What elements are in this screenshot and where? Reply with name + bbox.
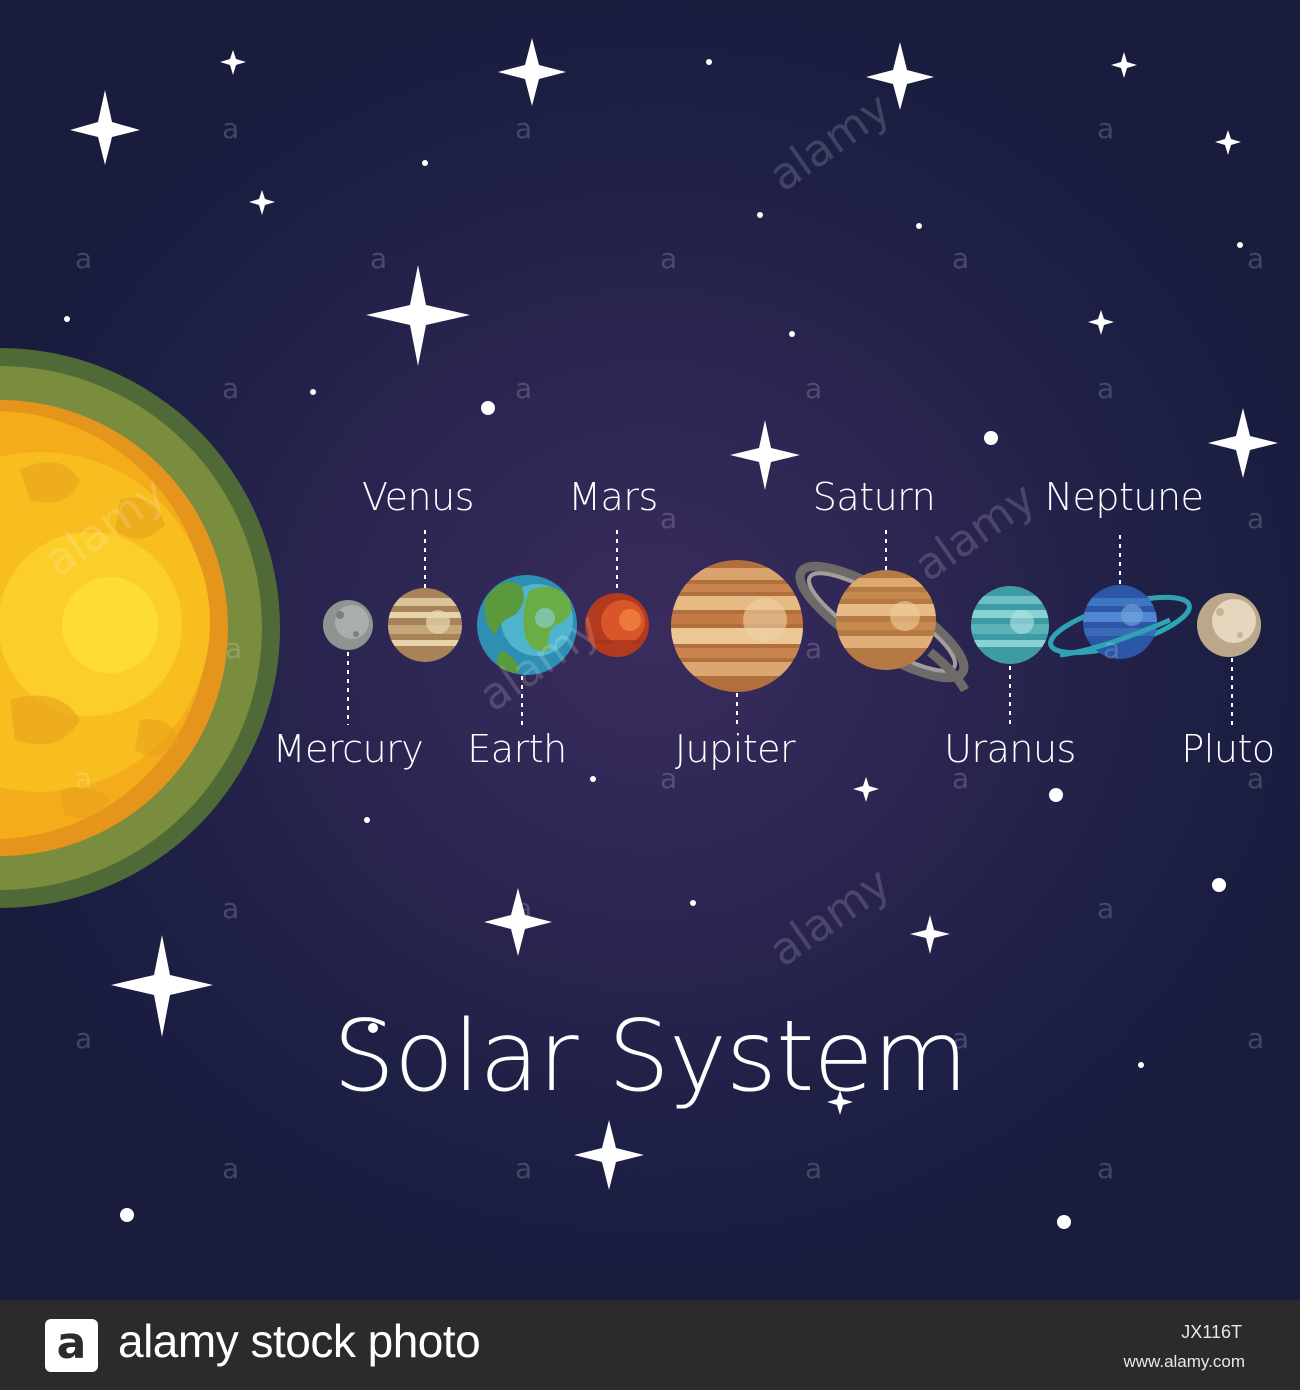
star-sparkle bbox=[730, 420, 800, 490]
watermark-letter: a bbox=[370, 242, 388, 275]
watermark-letter: a bbox=[515, 892, 533, 925]
watermark-letter: a bbox=[1247, 1022, 1265, 1055]
watermark-letter: a bbox=[1097, 892, 1115, 925]
watermark-letter: a bbox=[660, 762, 678, 795]
jupiter-planet bbox=[671, 560, 803, 692]
watermark-letter: a bbox=[1097, 372, 1115, 405]
earth-planet bbox=[477, 575, 577, 675]
stock-photo-footer: a alamy stock photo JX116T www.alamy.com bbox=[0, 1300, 1300, 1390]
label-earth: Earth bbox=[467, 727, 567, 771]
page-title: Solar System bbox=[332, 1000, 968, 1114]
star-sparkle bbox=[1208, 408, 1278, 478]
star-sparkle bbox=[220, 50, 246, 75]
footer-url: www.alamy.com bbox=[1123, 1352, 1245, 1371]
label-mercury: Mercury bbox=[272, 727, 424, 771]
saturn-planet bbox=[795, 561, 969, 693]
star-sparkle bbox=[1215, 130, 1241, 155]
watermark-letter: a bbox=[222, 1152, 240, 1185]
star-sparkle bbox=[70, 90, 140, 165]
watermark-letter: a bbox=[1103, 632, 1121, 665]
mars-planet bbox=[585, 593, 649, 657]
solar-system-scene bbox=[0, 38, 1278, 1229]
star-sparkle bbox=[1111, 52, 1137, 78]
label-jupiter: Jupiter bbox=[674, 727, 796, 771]
venus-planet bbox=[388, 588, 462, 662]
label-pluto: Pluto bbox=[1181, 727, 1275, 771]
image-id: JX116T bbox=[1181, 1322, 1242, 1342]
label-saturn: Saturn bbox=[812, 475, 936, 519]
sun bbox=[0, 348, 280, 908]
star-sparkle bbox=[111, 935, 213, 1037]
uranus-planet bbox=[971, 586, 1049, 664]
star-sparkle bbox=[574, 1120, 644, 1190]
stars bbox=[64, 38, 1278, 1229]
watermark-letter: a bbox=[75, 1022, 93, 1055]
star-sparkle bbox=[910, 915, 950, 954]
footer-brand-text: alamy stock photo bbox=[118, 1315, 481, 1367]
watermark-letter: a bbox=[75, 762, 93, 795]
watermark-letter: a bbox=[1247, 242, 1265, 275]
label-connectors bbox=[347, 530, 1233, 728]
label-venus: Venus bbox=[362, 475, 474, 519]
watermark-letter: a bbox=[805, 632, 823, 665]
watermark-letter: a bbox=[515, 372, 533, 405]
star-sparkle bbox=[1088, 310, 1114, 335]
watermark-letter: a bbox=[515, 112, 533, 145]
watermark-letter: a bbox=[75, 242, 93, 275]
watermark-letter: a bbox=[222, 892, 240, 925]
star-sparkle bbox=[827, 1090, 853, 1115]
neptune-planet bbox=[1048, 585, 1192, 659]
star-sparkle bbox=[853, 777, 879, 802]
watermark-letter: a bbox=[1247, 502, 1265, 535]
watermark-letter: a bbox=[952, 1022, 970, 1055]
watermark-letter: a bbox=[222, 112, 240, 145]
watermark-letter: a bbox=[225, 632, 243, 665]
star-sparkle bbox=[249, 190, 275, 215]
watermark-letter: a bbox=[1097, 1152, 1115, 1185]
star-sparkle bbox=[366, 265, 470, 366]
label-uranus: Uranus bbox=[944, 727, 1076, 771]
watermark-letter: a bbox=[222, 372, 240, 405]
watermark-letter: a bbox=[660, 242, 678, 275]
star-sparkle bbox=[484, 888, 552, 956]
alamy-logo: a bbox=[45, 1319, 98, 1372]
watermark-letter: a bbox=[952, 762, 970, 795]
pluto-planet bbox=[1197, 593, 1261, 657]
mercury-planet bbox=[323, 600, 373, 650]
watermark-letter: a bbox=[660, 502, 678, 535]
watermark-letter: a bbox=[1097, 112, 1115, 145]
star-sparkle bbox=[498, 38, 566, 106]
watermark-letter: a bbox=[515, 1152, 533, 1185]
watermark-letter: a bbox=[952, 242, 970, 275]
watermark-letter: a bbox=[805, 372, 823, 405]
illustration-canvas: Mercury Venus Earth Mars Jupiter Saturn … bbox=[0, 0, 1300, 1300]
watermark-letter: a bbox=[1247, 762, 1265, 795]
star-sparkle bbox=[866, 42, 934, 110]
label-mars: Mars bbox=[568, 475, 658, 519]
watermark-letter: a bbox=[805, 1152, 823, 1185]
label-neptune: Neptune bbox=[1044, 475, 1204, 519]
